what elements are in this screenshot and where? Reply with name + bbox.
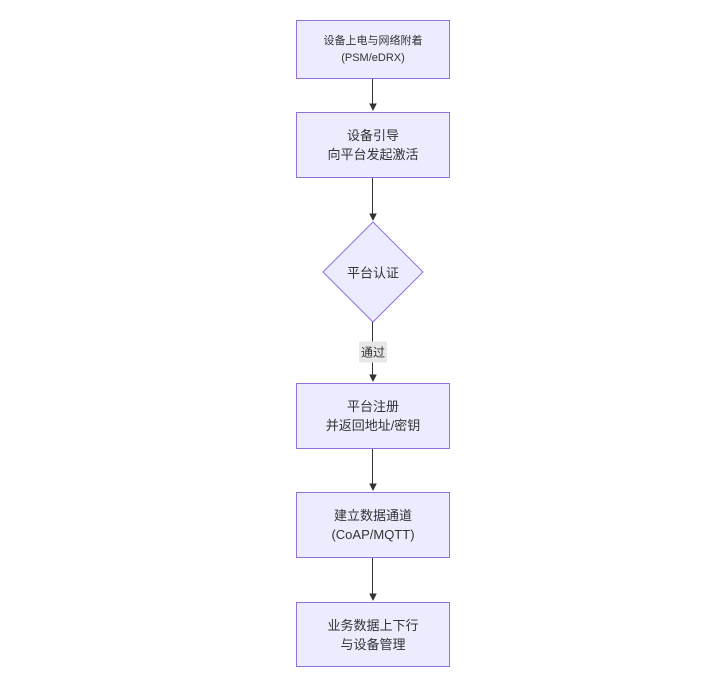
node-label-line: 与设备管理 xyxy=(340,636,406,652)
node-platform-auth-label: 平台认证 xyxy=(346,265,400,281)
node-label-line: 建立数据通道 xyxy=(333,508,412,523)
node-label-line: 设备引导 xyxy=(346,128,399,143)
node-label-line: 向平台发起激活 xyxy=(327,147,419,162)
arrowhead-icon xyxy=(369,483,377,491)
node-platform-register: 平台注册 并返回地址/密钥 xyxy=(296,383,450,449)
arrowhead-icon xyxy=(369,103,377,111)
edge-bootstrap-to-auth xyxy=(369,178,377,221)
arrowhead-icon xyxy=(369,593,377,601)
node-label-line: (PSM/eDRX) xyxy=(341,51,405,64)
edge-power-to-bootstrap xyxy=(369,79,377,111)
node-business-data: 业务数据上下行 与设备管理 xyxy=(296,602,450,667)
edge-register-to-channel xyxy=(369,449,377,491)
arrowhead-icon xyxy=(369,213,377,221)
node-label-line: 设备上电与网络附着 xyxy=(323,34,423,47)
node-data-channel: 建立数据通道 (CoAP/MQTT) xyxy=(296,492,450,558)
node-power-attach: 设备上电与网络附着 (PSM/eDRX) xyxy=(296,20,450,79)
node-label-line: 并返回地址/密钥 xyxy=(325,418,421,433)
arrowhead-icon xyxy=(369,374,377,382)
edge-label-pass: 通过 xyxy=(358,341,388,363)
node-label-line: (CoAP/MQTT) xyxy=(331,527,415,542)
edge-channel-to-business xyxy=(369,558,377,601)
node-bootstrap-activate: 设备引导 向平台发起激活 xyxy=(296,112,450,178)
node-label-line: 业务数据上下行 xyxy=(327,617,419,633)
node-label-line: 平台注册 xyxy=(346,399,399,414)
